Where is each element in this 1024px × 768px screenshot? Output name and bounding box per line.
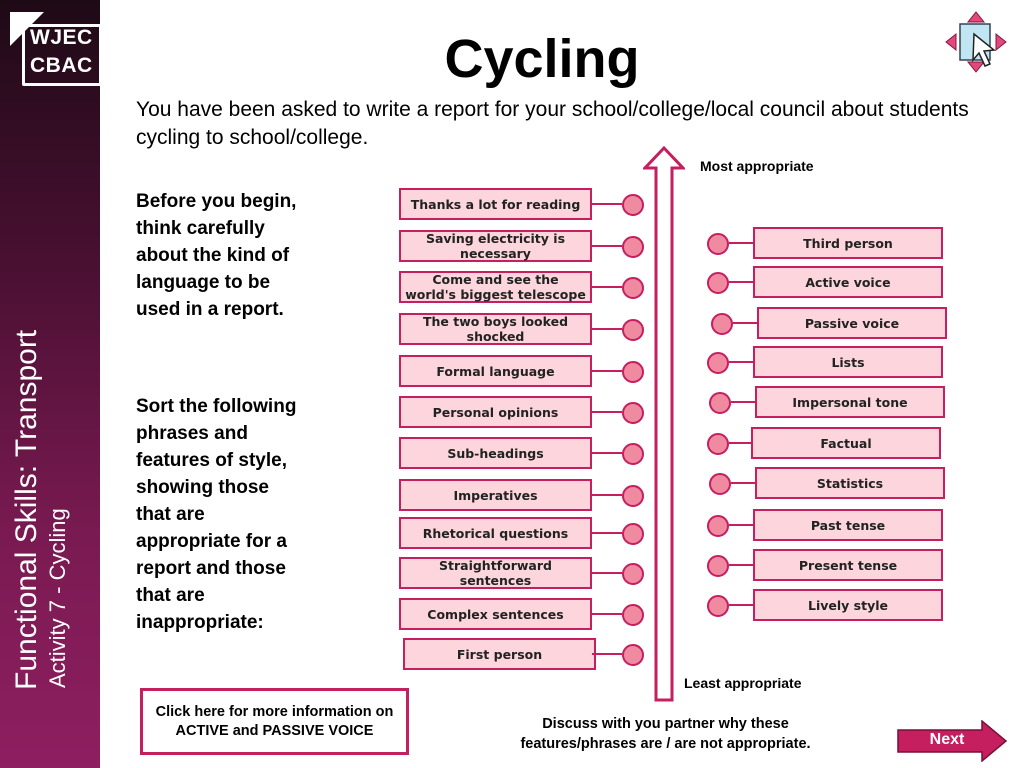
next-button-label: Next xyxy=(929,731,965,748)
drag-handle[interactable] xyxy=(709,392,731,414)
card-connector xyxy=(592,532,622,534)
phrase-card[interactable]: Come and see the world's biggest telesco… xyxy=(399,271,592,303)
drag-handle[interactable] xyxy=(622,194,644,216)
drag-handle[interactable] xyxy=(622,644,644,666)
drag-handle[interactable] xyxy=(622,443,644,465)
card-connector xyxy=(592,286,622,288)
phrase-card[interactable]: First person xyxy=(403,638,596,670)
drag-handle[interactable] xyxy=(707,555,729,577)
phrase-card[interactable]: The two boys looked shocked xyxy=(399,313,592,345)
discussion-prompt: Discuss with you partner why these featu… xyxy=(520,716,811,752)
drag-handle[interactable] xyxy=(707,515,729,537)
instruction-task: Sort the following phrases and features … xyxy=(136,396,297,633)
drag-handle[interactable] xyxy=(622,402,644,424)
drag-handle[interactable] xyxy=(622,319,644,341)
card-connector xyxy=(731,401,755,403)
card-connector xyxy=(592,370,622,372)
appropriateness-scale-arrow xyxy=(643,146,685,702)
most-appropriate-label: Most appropriate xyxy=(700,158,814,174)
drag-handle[interactable] xyxy=(709,473,731,495)
page-title: Cycling xyxy=(444,29,640,89)
sidebar: WJEC CBAC Functional Skills: Transport A… xyxy=(0,0,102,768)
next-button[interactable]: Next xyxy=(896,720,1008,762)
least-appropriate-label: Least appropriate xyxy=(684,675,802,691)
phrase-card[interactable]: Straightforward sentences xyxy=(399,557,592,589)
logo-corner-shape xyxy=(10,12,44,46)
drag-handle[interactable] xyxy=(622,485,644,507)
card-connector xyxy=(592,328,622,330)
card-connector xyxy=(592,494,622,496)
navigation-icon[interactable] xyxy=(944,10,1008,74)
card-connector xyxy=(592,203,622,205)
phrase-card[interactable]: Third person xyxy=(753,227,943,259)
phrase-card[interactable]: Present tense xyxy=(753,549,943,581)
card-connector xyxy=(729,524,753,526)
card-connector xyxy=(729,564,753,566)
card-connector xyxy=(729,361,753,363)
card-connector xyxy=(733,322,757,324)
phrase-card[interactable]: Past tense xyxy=(753,509,943,541)
card-connector xyxy=(729,281,753,283)
phrase-card[interactable]: Complex sentences xyxy=(399,598,592,630)
drag-handle[interactable] xyxy=(622,563,644,585)
logo-frame xyxy=(22,24,102,86)
phrase-card[interactable]: Lively style xyxy=(753,589,943,621)
card-connector xyxy=(731,482,755,484)
card-connector xyxy=(592,653,622,655)
card-connector xyxy=(592,245,622,247)
phrase-card[interactable]: Thanks a lot for reading xyxy=(399,188,592,220)
card-connector xyxy=(729,442,753,444)
drag-handle[interactable] xyxy=(622,523,644,545)
next-arrow-icon xyxy=(897,720,1008,762)
active-passive-info-button[interactable]: Click here for more information on ACTIV… xyxy=(140,688,409,755)
phrase-card[interactable]: Sub-headings xyxy=(399,437,592,469)
phrase-card[interactable]: Impersonal tone xyxy=(755,386,945,418)
drag-handle[interactable] xyxy=(711,313,733,335)
sidebar-title: Functional Skills: Transport xyxy=(10,329,43,690)
phrase-card[interactable]: Statistics xyxy=(755,467,945,499)
sidebar-subtitle: Activity 7 - Cycling xyxy=(45,508,70,688)
drag-handle[interactable] xyxy=(622,236,644,258)
logo-line-1: WJEC xyxy=(30,26,93,49)
card-connector xyxy=(592,572,622,574)
phrase-card[interactable]: Factual xyxy=(751,427,941,459)
phrase-card[interactable]: Active voice xyxy=(753,266,943,298)
instruction-intro: Before you begin, think carefully about … xyxy=(136,191,297,320)
card-connector xyxy=(592,411,622,413)
phrase-card[interactable]: Imperatives xyxy=(399,479,592,511)
phrase-card[interactable]: Personal opinions xyxy=(399,396,592,428)
logo-line-2: CBAC xyxy=(30,54,93,77)
card-connector xyxy=(592,452,622,454)
drag-handle[interactable] xyxy=(707,595,729,617)
vertical-title: Functional Skills: Transport Activity 7 … xyxy=(10,330,72,690)
phrase-card[interactable]: Passive voice xyxy=(757,307,947,339)
phrase-card[interactable]: Formal language xyxy=(399,355,592,387)
drag-handle[interactable] xyxy=(622,604,644,626)
wjec-logo: WJEC CBAC xyxy=(4,6,102,86)
drag-handle[interactable] xyxy=(707,352,729,374)
drag-handle[interactable] xyxy=(622,361,644,383)
phrase-card[interactable]: Saving electricity is necessary xyxy=(399,230,592,262)
phrase-card[interactable]: Lists xyxy=(753,346,943,378)
drag-handle[interactable] xyxy=(707,272,729,294)
card-connector xyxy=(729,242,753,244)
phrase-card[interactable]: Rhetorical questions xyxy=(399,517,592,549)
card-connector xyxy=(592,613,622,615)
drag-handle[interactable] xyxy=(707,233,729,255)
card-connector xyxy=(729,604,753,606)
drag-handle[interactable] xyxy=(707,433,729,455)
intro-text: You have been asked to write a report fo… xyxy=(136,98,969,149)
drag-handle[interactable] xyxy=(622,277,644,299)
